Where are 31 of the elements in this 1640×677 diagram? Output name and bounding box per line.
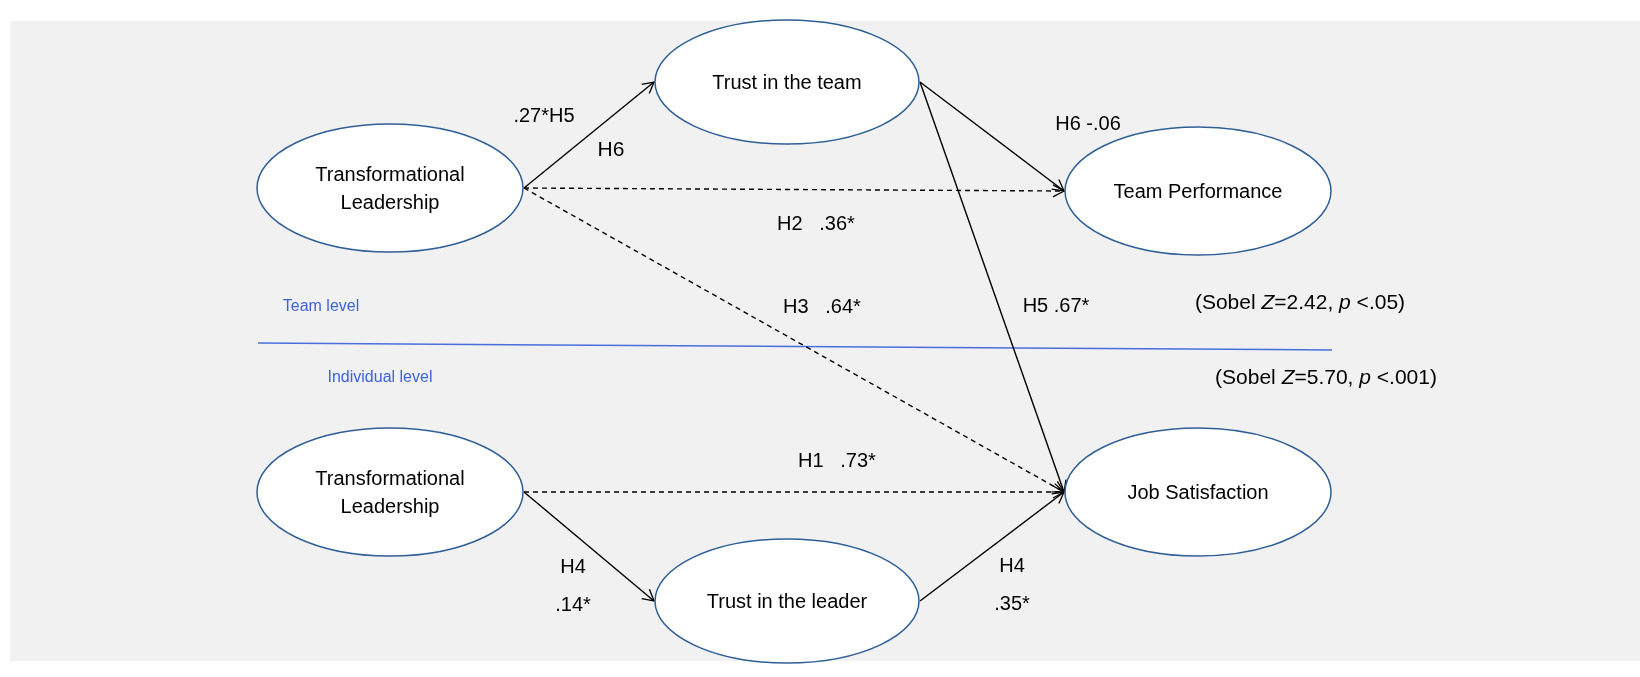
arrow [919,491,1065,602]
construct-ellipse [1064,427,1332,557]
construct-ellipse [256,123,524,253]
construct-ellipse [654,538,920,664]
node-label: Trust in the team [711,70,863,95]
edge-label: H4 .35* [993,553,1031,616]
arrow [523,485,1065,499]
arrow [523,184,1065,198]
statistic-note: (Sobel Z=5.70, p <.001) [1215,364,1437,391]
statistic-note: (Sobel Z=2.42, p <.05) [1194,289,1406,316]
level-label: Individual level [327,367,433,387]
arrow [523,187,1065,493]
arrow [523,491,655,602]
edge-label: H4 .14* [554,554,592,617]
edge-label: H6 -.06 [1055,111,1121,136]
construct-ellipse [256,427,524,557]
node-label: Transformational Leadership [314,162,466,215]
node-label: Team Performance [1113,179,1283,204]
node-label: Trust in the leader [705,589,869,614]
edge-label: H1 .73* [798,448,876,473]
edge-label: H2 .36* [777,211,855,236]
node-label: Transformational Leadership [314,466,466,519]
edge-label: H5 .67* [1022,293,1090,318]
edge-label: H3 .64* [783,294,861,319]
hypothesis-label: H6 [597,136,625,163]
node-label: Job Satisfaction [1126,480,1270,505]
level-label: Team level [282,296,360,316]
edge-label: .27*H5 [513,103,575,128]
arrow [919,81,1065,192]
arrow [523,81,655,189]
construct-ellipse [654,19,920,145]
